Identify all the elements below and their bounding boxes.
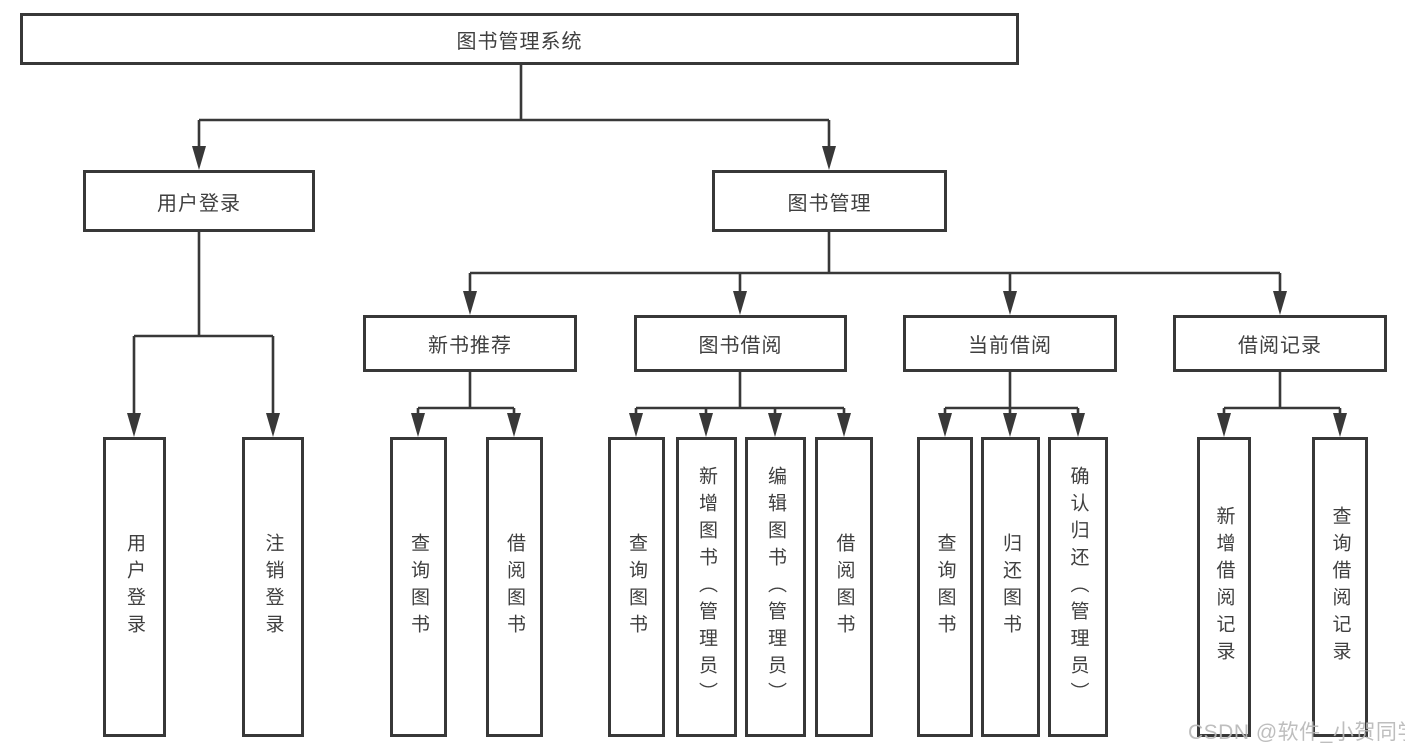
connector-root-to-level2	[197, 64, 831, 150]
node-user-login: 用户登录	[83, 170, 315, 232]
connector-borrowing-to-leaves	[634, 372, 846, 416]
arrowheads	[127, 146, 1347, 437]
node-book-borrowing: 图书借阅	[634, 315, 847, 372]
csdn-watermark: CSDN @软件_小贺同学	[1188, 721, 1405, 744]
node-book-management: 图书管理	[712, 170, 947, 232]
leaf-query-borrow-record: 查询借阅记录	[1312, 437, 1368, 737]
leaf-logout: 注销登录	[242, 437, 304, 737]
connector-recommend-to-leaves	[416, 372, 516, 416]
leaf-edit-books-admin: 编辑图书（管理员）	[745, 437, 806, 737]
connector-current-to-leaves	[943, 372, 1080, 416]
node-root-library-system: 图书管理系统	[20, 13, 1019, 65]
connector-records-to-leaves	[1222, 372, 1342, 416]
leaf-query-books-borrowing: 查询图书	[608, 437, 665, 737]
leaf-borrow-books-recommend: 借阅图书	[486, 437, 543, 737]
node-new-book-recommend: 新书推荐	[363, 315, 577, 372]
leaf-query-books-current: 查询图书	[917, 437, 973, 737]
node-borrowing-records: 借阅记录	[1173, 315, 1387, 372]
leaf-confirm-return-admin: 确认归还（管理员）	[1048, 437, 1108, 737]
leaf-user-login: 用户登录	[103, 437, 166, 737]
node-current-borrowing: 当前借阅	[903, 315, 1117, 372]
leaf-return-books: 归还图书	[981, 437, 1040, 737]
connector-bookmgmt-to-level3	[468, 232, 1282, 296]
leaf-add-borrow-record: 新增借阅记录	[1197, 437, 1251, 737]
connector-userlogin-to-leaves	[132, 232, 275, 416]
leaf-query-books-recommend: 查询图书	[390, 437, 447, 737]
leaf-add-books-admin: 新增图书（管理员）	[676, 437, 737, 737]
leaf-borrow-books-borrowing: 借阅图书	[815, 437, 873, 737]
